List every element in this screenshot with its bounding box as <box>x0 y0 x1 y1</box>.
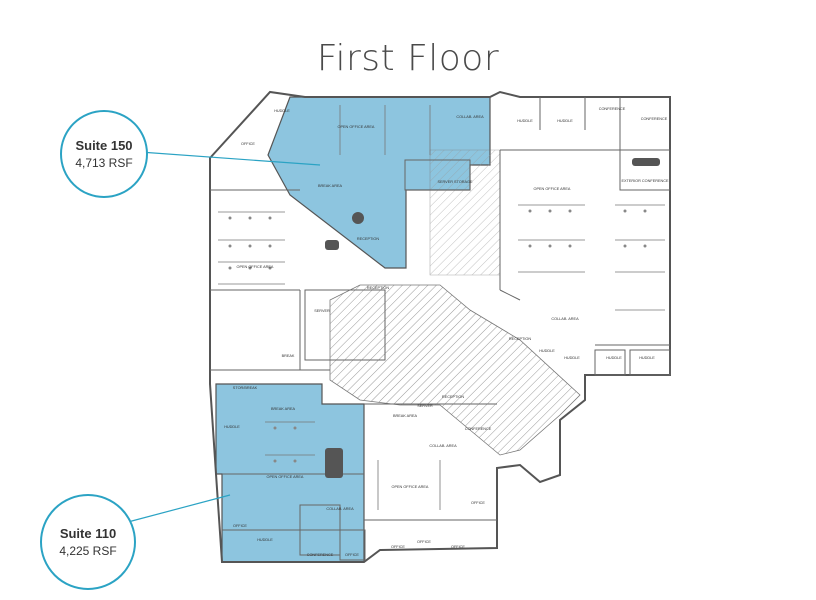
label-office-s2: OFFICE <box>417 540 431 544</box>
label-open-office-110: OPEN OFFICE AREA <box>267 475 304 479</box>
label-collab-150: COLLAB. AREA <box>456 115 484 119</box>
suite-150-name: Suite 150 <box>75 138 133 153</box>
label-server-storage: SERVER STORAGE <box>437 180 473 184</box>
label-server-center: SERVER <box>417 404 433 408</box>
label-conference-110: CONFERENCE <box>307 553 334 557</box>
label-collab-east: COLLAB. AREA <box>551 317 579 321</box>
suite-110-leader <box>127 494 231 523</box>
label-break-area-150: BREAK AREA <box>318 184 343 188</box>
label-office-110a: OFFICE <box>233 524 247 528</box>
label-huddle-e1: HUDDLE <box>539 349 555 353</box>
label-office-s4: OFFICE <box>471 501 485 505</box>
label-office-s3: OFFICE <box>451 545 465 549</box>
label-open-office-150: OPEN OFFICE AREA <box>338 125 375 129</box>
label-break: BREAK <box>282 354 295 358</box>
suite-110-callout[interactable]: Suite 110 4,225 RSF <box>40 494 136 590</box>
label-server: SERVER <box>314 309 330 313</box>
label-huddle-ne2: HUDDLE <box>557 119 573 123</box>
label-conference-south: CONFERENCE <box>465 427 492 431</box>
label-office-150: OFFICE <box>241 142 255 146</box>
suite-110-size: 4,225 RSF <box>59 544 117 558</box>
building-outline <box>209 90 671 563</box>
label-office-s1: OFFICE <box>391 545 405 549</box>
label-open-office-south: OPEN OFFICE AREA <box>392 485 429 489</box>
label-break-area-south: BREAK AREA <box>393 414 418 418</box>
label-exterior-conference: EXTERIOR CONFERENCE <box>621 179 669 183</box>
corridor <box>329 284 581 456</box>
label-conference-ne: CONFERENCE <box>599 107 626 111</box>
label-conference-ne2: CONFERENCE <box>641 117 668 121</box>
label-huddle-ne: HUDDLE <box>517 119 533 123</box>
label-office-110b: OFFICE <box>345 553 359 557</box>
label-stor-break: STOR/BREAK <box>233 386 258 390</box>
label-huddle-110b: HUDDLE <box>257 538 273 542</box>
floor-title: First Floor <box>316 38 500 79</box>
suite-110-name: Suite 110 <box>59 526 117 541</box>
label-huddle-e4: HUDDLE <box>639 356 655 360</box>
label-reception-east: RECEPTION <box>509 337 531 341</box>
label-collab-110: COLLAB. AREA <box>326 507 354 511</box>
label-huddle-e2: HUDDLE <box>564 356 580 360</box>
label-break-area-110: BREAK AREA <box>271 407 296 411</box>
suite-150-callout[interactable]: Suite 150 4,713 RSF <box>60 110 148 198</box>
label-huddle-e3: HUDDLE <box>606 356 622 360</box>
label-collab-south: COLLAB. AREA <box>429 444 457 448</box>
suite-150-leader <box>139 151 321 166</box>
suite-150-size: 4,713 RSF <box>75 156 133 170</box>
label-open-office-west: OPEN OFFICE AREA <box>237 265 274 269</box>
label-open-office-east: OPEN OFFICE AREA <box>534 187 571 191</box>
label-huddle-150: HUDDLE <box>274 109 290 113</box>
label-huddle-110a: HUDDLE <box>224 425 240 429</box>
label-reception-south: RECEPTION <box>442 395 464 399</box>
label-reception-center: RECEPTION <box>367 286 389 290</box>
label-reception-150: RECEPTION <box>357 237 379 241</box>
